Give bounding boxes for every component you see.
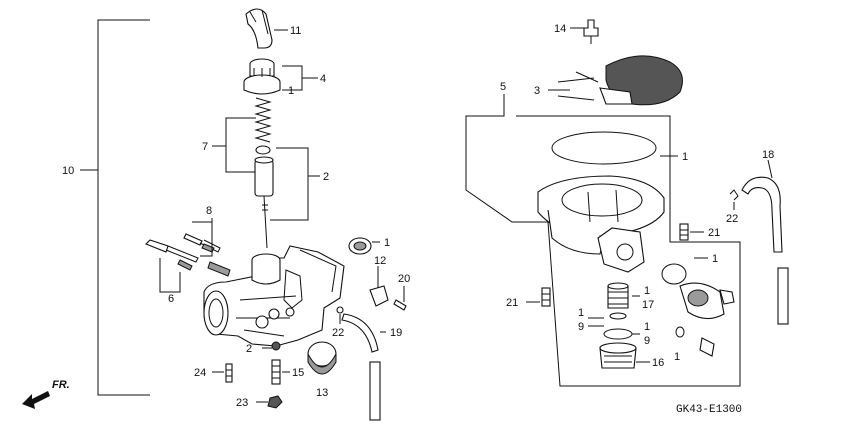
callout-11: 11 <box>290 25 301 37</box>
part-valve-14 <box>570 19 599 44</box>
callout-1-float: 1 <box>712 253 718 265</box>
callout-5: 5 <box>500 81 506 93</box>
part-gasket <box>551 131 678 165</box>
callout-22-left: 22 <box>332 327 344 339</box>
part-elbow-pipe <box>245 8 288 49</box>
front-arrow-icon <box>22 391 50 409</box>
part-jet-stack <box>588 282 685 369</box>
callout-18: 18 <box>762 149 774 161</box>
callout-labels: 11 4 1 7 2 10 8 6 1 12 20 22 19 2 24 15 … <box>52 23 774 416</box>
part-carburetor-body <box>203 245 345 347</box>
callout-15: 15 <box>292 367 304 379</box>
callout-20: 20 <box>398 273 410 285</box>
callout-16: 16 <box>652 357 664 369</box>
part-top-cap <box>243 58 318 95</box>
part-cap-13 <box>307 341 337 375</box>
callout-1-gasket: 1 <box>682 151 688 163</box>
callout-14: 14 <box>554 23 566 35</box>
diagram-code: GK43-E1300 <box>676 404 742 416</box>
part-bottom-jets <box>212 341 290 409</box>
part-throttle-spring <box>212 97 272 173</box>
callout-4: 4 <box>320 73 326 85</box>
callout-23: 23 <box>236 397 248 409</box>
callout-22-right: 22 <box>726 213 738 225</box>
callout-17: 17 <box>642 299 654 311</box>
callout-9-right: 9 <box>644 335 650 347</box>
callout-3: 3 <box>534 85 540 97</box>
callout-8: 8 <box>206 205 212 217</box>
callout-12: 12 <box>374 255 386 267</box>
callout-1-pipe: 1 <box>384 237 390 249</box>
part-throttle-valve <box>254 147 320 249</box>
callout-6: 6 <box>168 293 174 305</box>
callout-1-ring: 1 <box>644 321 650 333</box>
callout-10: 10 <box>62 165 74 177</box>
callout-2-bottom: 2 <box>246 343 252 355</box>
callout-2-needle: 2 <box>323 171 329 183</box>
part-float-chamber <box>537 175 665 273</box>
part-float <box>661 257 735 357</box>
callout-24: 24 <box>194 367 206 379</box>
part-adjust-screws <box>145 218 231 293</box>
part-hose-19 <box>341 313 386 421</box>
bracket-5 <box>465 94 741 387</box>
part-pipe-ring <box>348 237 380 255</box>
part-chamber-cap <box>548 55 683 106</box>
callout-21-top: 21 <box>708 227 720 239</box>
callout-7: 7 <box>202 141 208 153</box>
callout-13: 13 <box>316 387 328 399</box>
callout-21-left: 21 <box>506 297 518 309</box>
part-hose-18 <box>741 159 789 325</box>
callout-1-oring: 1 <box>578 307 584 319</box>
callout-1-washer: 1 <box>674 351 680 363</box>
callout-9-left: 9 <box>578 321 584 333</box>
direction-label: FR. <box>52 379 70 391</box>
part-screws-right <box>526 189 739 307</box>
part-clip-screw <box>336 266 407 324</box>
callout-19: 19 <box>390 327 402 339</box>
bracket-10 <box>80 19 150 396</box>
callout-1-cap: 1 <box>288 85 294 97</box>
callout-1-jet: 1 <box>644 285 650 297</box>
